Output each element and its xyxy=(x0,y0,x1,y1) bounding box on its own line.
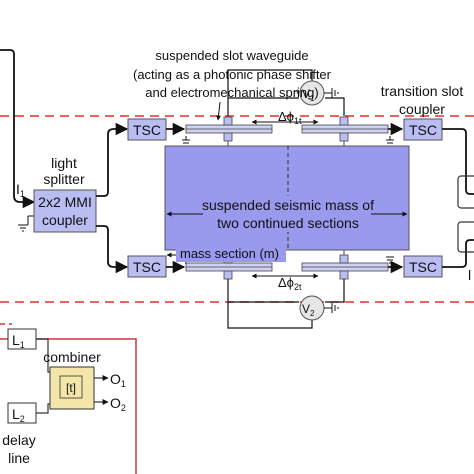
dphi1-label: Δϕ1t xyxy=(278,109,302,126)
inset-l1-label: L1 xyxy=(12,332,25,350)
mass-section-label: mass section (m) xyxy=(180,246,279,261)
mmi-label-2: coupler xyxy=(42,212,88,228)
partial-box-right-1 xyxy=(457,175,474,209)
transition-title-1: transition slot xyxy=(381,83,464,99)
mass-section-bg xyxy=(176,244,286,262)
combiner-t-label: [t] xyxy=(66,381,76,395)
tsc-left-top-label: TSC xyxy=(133,122,161,138)
inset-o1-label: O1 xyxy=(110,371,126,389)
mass-label-1: suspended seismic mass of xyxy=(202,197,374,213)
inset-wires xyxy=(36,338,50,414)
combiner-inner-box xyxy=(59,375,83,399)
inset-l2-label: L2 xyxy=(12,406,25,424)
tsc-left-bottom-label: TSC xyxy=(133,259,161,275)
waveguide-desc-1: (acting as a photonic phase shifter xyxy=(133,67,332,82)
v1-wires xyxy=(227,69,345,116)
ground-icon xyxy=(18,215,36,232)
v2-label: V2 xyxy=(302,302,315,318)
mass-label-2: two continued sections xyxy=(217,215,359,231)
mmi-coupler-box xyxy=(33,189,97,233)
dphi2-label: Δϕ2t xyxy=(278,275,302,292)
transition-title-2: coupler xyxy=(399,101,445,117)
waveguide-title: suspended slot waveguide xyxy=(155,48,308,63)
partial-box-right-2 xyxy=(457,221,474,253)
ground-icon-v2 xyxy=(324,303,339,313)
right-top-output xyxy=(442,128,474,195)
v1-sign-plus: + xyxy=(295,87,300,97)
tsc-right-bottom-label: TSC xyxy=(409,259,437,275)
i1-label: I1 xyxy=(16,181,25,199)
delay-label-1: delay xyxy=(2,432,35,448)
mass-text-bg xyxy=(203,196,371,232)
waveguide-pointer xyxy=(216,101,221,121)
mmi-label-1: 2x2 MMI xyxy=(38,194,92,210)
light-splitter-label-1: light xyxy=(51,155,77,171)
combiner-label: combiner xyxy=(43,349,101,365)
input-line xyxy=(0,49,36,209)
v1-label: V1 xyxy=(302,87,315,103)
v2-wires xyxy=(227,279,345,329)
light-splitter-label-2: splitter xyxy=(43,171,85,187)
delay-label-2: line xyxy=(8,450,30,466)
mmi-output-bottom xyxy=(96,225,129,274)
inset-o2-label: O2 xyxy=(110,395,126,413)
ground-icon-v1 xyxy=(324,88,339,98)
edge-letter: l xyxy=(468,267,471,283)
tsc-right-top-label: TSC xyxy=(409,122,437,138)
waveguide-desc-2: and electromechanical spring) xyxy=(145,85,318,100)
right-bottom-output xyxy=(442,239,474,268)
mmi-output-top xyxy=(96,122,129,197)
